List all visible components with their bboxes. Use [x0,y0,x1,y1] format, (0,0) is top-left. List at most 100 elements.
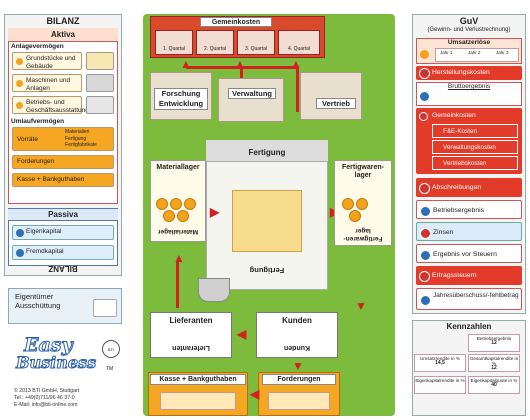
kunden-label-inverted: Kunden [283,344,311,351]
production-line-icon [232,190,302,252]
guv-verwaltungskosten[interactable]: Verwaltungskosten [432,140,518,154]
quartal-slot-4[interactable]: 4. Quartal [278,30,320,55]
material-coin-icon [163,210,175,222]
guv-row-herstellungskosten[interactable]: Herstellungskosten [416,66,522,80]
result-coin-icon [420,92,429,101]
guv-row-bruttoergebnis[interactable]: Bruttoergebnis [416,82,522,106]
aktiva-item-vorraete[interactable]: Vorräte Materialien Fertigung Fertigfabr… [12,127,114,151]
fremdkapital-label: Fremdkapital [26,248,64,255]
vertriebskosten-label: Vertriebskosten [443,160,487,167]
kunden-label: Kunden [282,316,312,325]
board-forderungen-label: Forderungen [262,374,336,385]
passiva-item-eigenkapital[interactable]: Eigenkapital [12,225,114,240]
passiva-title: Passiva [8,209,118,221]
aktiva-item-grundstuecke[interactable]: Grundstücke und Gebäude [12,52,82,70]
aktiva-item-maschinen[interactable]: Maschinen und Anlagen [12,74,82,92]
blue-dot-icon [16,249,24,257]
lieferanten-panel[interactable] [150,312,232,358]
aktiva-item-kasse[interactable]: Kasse + Bankguthaben [12,173,114,187]
verwaltung-building[interactable] [218,78,284,122]
verwaltungskosten-label: Verwaltungskosten [443,144,496,151]
ausschuettung-label: Ausschüttung [15,301,61,310]
product-coin-icon [356,198,368,210]
plus-coin-icon [420,50,429,59]
email-text: E-Mail: info@bti-online.com [14,402,78,408]
brand-logo: Easy Business BTI TM [10,335,122,386]
aktiva-item-forderungen[interactable]: Forderungen [12,155,114,169]
kennzahl-value: 12 [491,365,497,371]
kennzahl-eigenkapitalrendite[interactable]: Eigenkapitalrendite in % [414,376,466,394]
kennzahl-label: Gesamtkapitalrendite in % [469,356,519,366]
kasse-label: Kasse + Bankguthaben [17,176,85,183]
aktiva-item-bga[interactable]: Betriebs- und Geschäftsausstattung [12,96,89,114]
arrow-up-icon: ▲ [173,251,185,265]
passiva-item-fremdkapital[interactable]: Fremdkapital [12,245,114,260]
trademark-label: TM [106,366,114,372]
minus-coin-icon [420,228,431,239]
arrow-left-icon: ◀ [250,387,260,401]
seal-icon: BTI [102,340,120,358]
kennzahl-umsatzrendite[interactable]: Umsatzrendite in % 14,5 [414,354,466,372]
board-kasse-label: Kasse + Bankguthaben [150,374,246,385]
vorraete-sub-fertigfabrikate: Fertigfabrikate [65,142,97,148]
guv-row-ergebnis-vor-steuern[interactable]: Ergebnis vor Steuern [416,244,522,263]
quartal-label: 4. Quartal [288,46,310,52]
herstellungskosten-label: Herstellungskosten [432,69,490,76]
forderungen-label: Forderungen [17,158,55,165]
bruttoergebnis-label: Bruttoergebnis [447,83,491,90]
kennzahl-betriebsergebnis[interactable]: Betriebsergebnis 12 [468,334,520,352]
guv-row-jahresueberschuss[interactable]: Jahresüberschuss/-fehlbetrag [416,288,522,310]
guv-umsatz-table[interactable]: Umsatzerlöse Jahr 1 Jahr 2 Jahr 3 [416,38,522,64]
lieferanten-label-inverted: Lieferanten [172,344,210,351]
guv-row-betriebsergebnis[interactable]: Betriebsergebnis [416,200,522,219]
minus-coin-icon [419,183,430,194]
kennzahl-label: Eigenkapitalquote in % [470,378,518,383]
kennzahl-gesamtkapitalrendite[interactable]: Gesamtkapitalrendite in % 12 [468,354,520,372]
vertrieb-label: Vertrieb [316,98,356,109]
guv-row-abschreibungen[interactable]: Abschreibungen [416,178,522,197]
aktiva-title: Aktiva [8,28,118,42]
logo-business-text: Business [16,353,97,372]
arrow-left-icon: ◀ [237,327,247,341]
fertigwarenlager-label-inverted: Fertigwaren-lager [343,227,383,242]
quartal-slot-1[interactable]: 1. Quartal [155,30,193,55]
eigentuemer-panel[interactable]: Eigentümer Ausschüttung [8,288,122,324]
eigentuemer-label: Eigentümer [15,292,54,301]
arrow-down-icon: ▼ [355,299,367,313]
product-coin-icon [349,210,361,222]
kunden-panel[interactable] [256,312,338,358]
kennzahl-value: 40 [491,382,497,388]
ertragssteuern-label: Ertragssteuern [432,272,477,279]
quartal-label: 2. Quartal [204,46,226,52]
quartal-slot-2[interactable]: 2. Quartal [196,30,234,55]
eigenkapital-label: Eigenkapital [26,228,62,235]
kennzahl-label: Eigenkapitalrendite in % [415,378,465,383]
guv-fue-kosten[interactable]: F&E-Kosten [432,124,518,138]
guv-row-ertragssteuern[interactable]: Ertragssteuern [416,266,522,285]
bilanz-title-inverted: BILANZ [48,264,78,273]
machine-slot-icon [86,74,114,92]
kennzahl-value: 14,5 [435,360,445,366]
anlagevermoegen-label: Anlagevermögen [11,43,64,50]
kennzahl-eigenkapitalquote[interactable]: Eigenkapitalquote in % 40 [468,376,520,394]
bilanz-title: BILANZ [46,16,80,26]
result-coin-icon [420,295,431,306]
fertigwarenlager-label: Fertigwaren-lager [341,164,384,179]
lieferanten-label: Lieferanten [169,316,213,325]
result-coin-icon [420,206,431,217]
zinsen-label: Zinsen [433,229,454,236]
guv-vertriebskosten[interactable]: Vertriebskosten [432,156,518,170]
fertigung-label-inverted: Fertigung [249,266,285,275]
kennzahl-value: 12 [491,340,497,346]
jahr-col-2: Jahr 2 [468,50,481,55]
vertrieb-building[interactable] [300,72,362,120]
arrow-down-icon: ▼ [292,359,304,373]
kennzahl-label: Umsatzrendite in % [420,356,460,361]
product-coin-icon [342,198,354,210]
guv-row-zinsen[interactable]: Zinsen [416,222,522,241]
arrow-up-icon: ▲ [234,57,246,71]
flow-line [296,66,299,112]
quartal-slot-3[interactable]: 3. Quartal [237,30,275,55]
equipment-slot-icon [86,96,114,114]
arrow-up-icon: ▲ [290,57,302,71]
